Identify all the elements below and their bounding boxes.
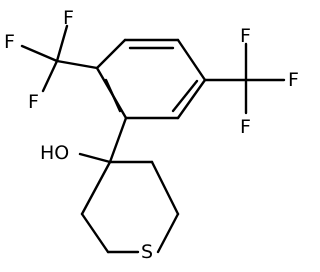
fluorine-label-left-left: F bbox=[4, 31, 15, 53]
trifluoromethyl-group-left: F F F bbox=[4, 7, 99, 113]
ring-bond-c5-c6 bbox=[176, 78, 207, 120]
bond-cf3-left-f-top bbox=[55, 24, 69, 63]
thiane-bond-c3-c2-right bbox=[150, 160, 180, 216]
trifluoromethyl-group-right: F F F bbox=[203, 25, 299, 138]
fluorine-label-right-bottom: F bbox=[240, 116, 251, 138]
ring-bond-c2-c3 bbox=[95, 38, 127, 70]
structure-canvas: F F F F F F HO S bbox=[4, 7, 299, 263]
bond-quaternary-carbon-to-oh bbox=[78, 152, 112, 164]
bond-cf3-left-f-left bbox=[20, 44, 59, 63]
ring-bond-c5-c6-inner bbox=[171, 79, 199, 113]
thiane-ring: HO S bbox=[40, 116, 180, 263]
benzene-ring bbox=[95, 38, 207, 120]
bond-ring-to-cf3-left bbox=[55, 59, 99, 70]
fluorine-label-left-top: F bbox=[63, 7, 74, 29]
molecule-drawing: F F F F F F HO S bbox=[4, 7, 299, 263]
thiane-bond-c2-sulfur-right bbox=[156, 212, 180, 254]
ring-bond-c4-c5 bbox=[176, 38, 207, 82]
sulfur-label: S bbox=[141, 241, 153, 263]
bond-cf3-left-f-bottom bbox=[41, 59, 59, 93]
fluorine-label-right-right: F bbox=[288, 69, 299, 91]
thiane-bond-c5-c6-left bbox=[80, 212, 110, 254]
hydroxyl-label: HO bbox=[40, 142, 69, 164]
fluorine-label-left-bottom: F bbox=[28, 91, 39, 113]
fluorine-label-right-top: F bbox=[240, 25, 251, 47]
bond-ring-to-quaternary-carbon bbox=[108, 116, 128, 164]
thiane-bond-c4-c5-left bbox=[80, 160, 112, 216]
ring-bond-c1-c2-inner bbox=[104, 78, 122, 113]
